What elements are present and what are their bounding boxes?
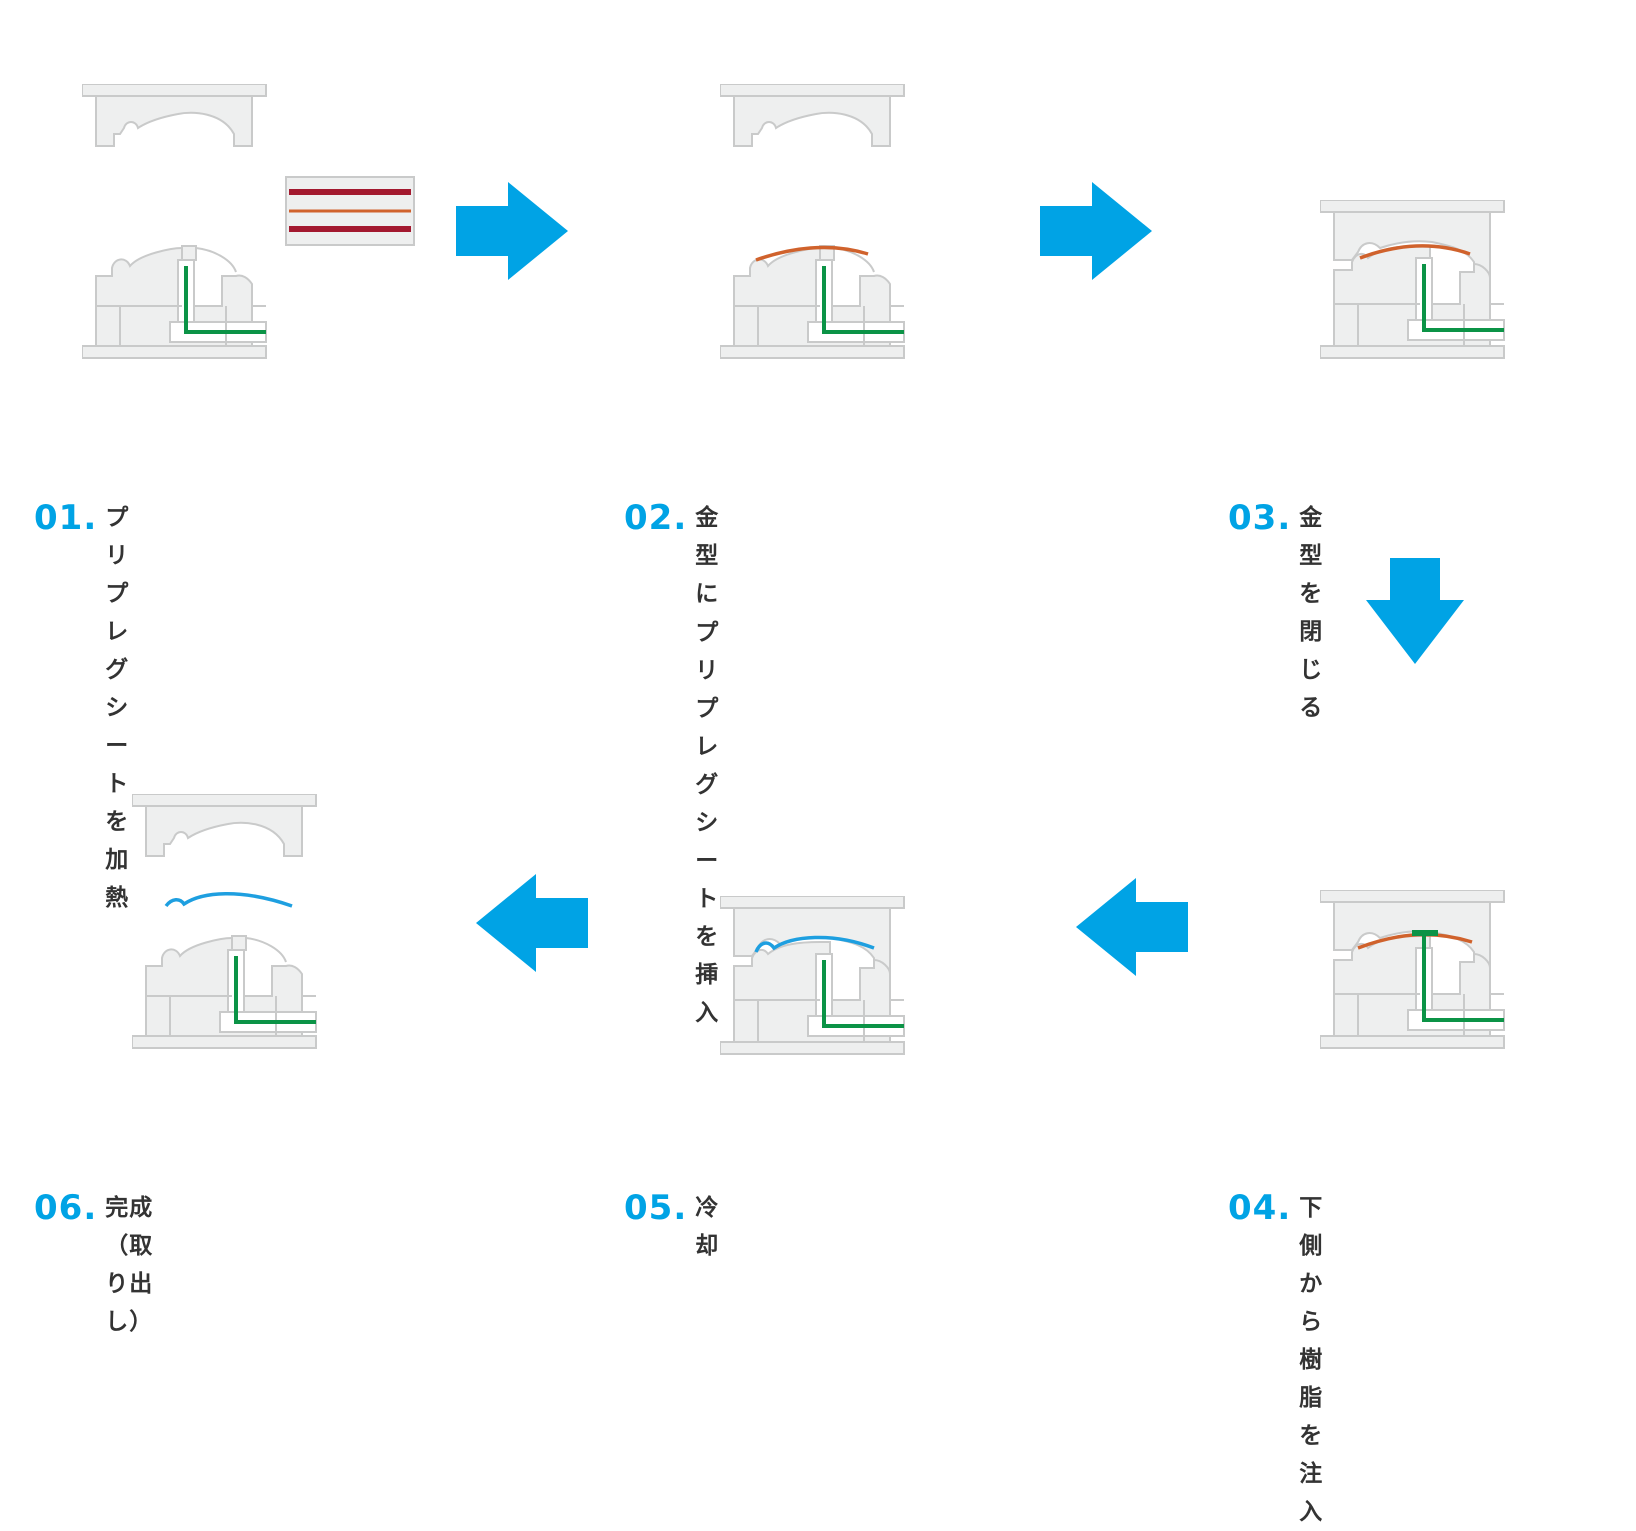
step-number: 05. — [624, 1188, 688, 1228]
arrow-right-icon — [456, 182, 568, 280]
step-number: 01. — [34, 498, 98, 538]
step-6-label: 06. 完成（取り出し） — [34, 1188, 153, 1341]
step-2-label: 02. 金型に プリプレグシートを挿入 — [624, 498, 719, 1032]
step-1-illustration — [82, 84, 268, 360]
step-4-label: 04. 下側から樹脂を注入 — [1228, 1188, 1323, 1531]
step-3-illustration — [1320, 200, 1506, 360]
step-2-illustration — [720, 84, 906, 360]
step-number: 03. — [1228, 498, 1292, 538]
step-description: 完成（取り出し） — [105, 1195, 154, 1335]
step-5-illustration — [720, 896, 906, 1056]
process-diagram: 01. プリプレグシートを加熱 02. 金型に プリプレグシートを挿入 03. — [34, 84, 1506, 1525]
arrow-left-icon — [1076, 878, 1188, 976]
arrow-down-icon — [1366, 558, 1464, 664]
step-description-line-2: プリプレグシートを挿入 — [695, 620, 720, 1026]
arrow-right-icon — [1040, 182, 1152, 280]
step-number: 02. — [624, 498, 688, 538]
arrow-left-icon — [476, 874, 588, 972]
step-description: 下側から樹脂を注入 — [1299, 1195, 1324, 1525]
step-3-label: 03. 金型を閉じる — [1228, 498, 1323, 727]
prepreg-sheet-icon — [285, 176, 415, 246]
step-number: 04. — [1228, 1188, 1292, 1228]
step-4-illustration — [1320, 890, 1506, 1050]
step-description: 冷却 — [695, 1195, 720, 1259]
step-description: 金型を閉じる — [1299, 505, 1324, 721]
step-1-label: 01. プリプレグシートを加熱 — [34, 498, 129, 917]
step-5-label: 05. 冷却 — [624, 1188, 719, 1265]
step-number: 06. — [34, 1188, 98, 1228]
step-description-line-1: 金型に — [695, 505, 720, 607]
step-6-illustration — [132, 794, 318, 1050]
step-description: プリプレグシートを加熱 — [105, 505, 130, 911]
